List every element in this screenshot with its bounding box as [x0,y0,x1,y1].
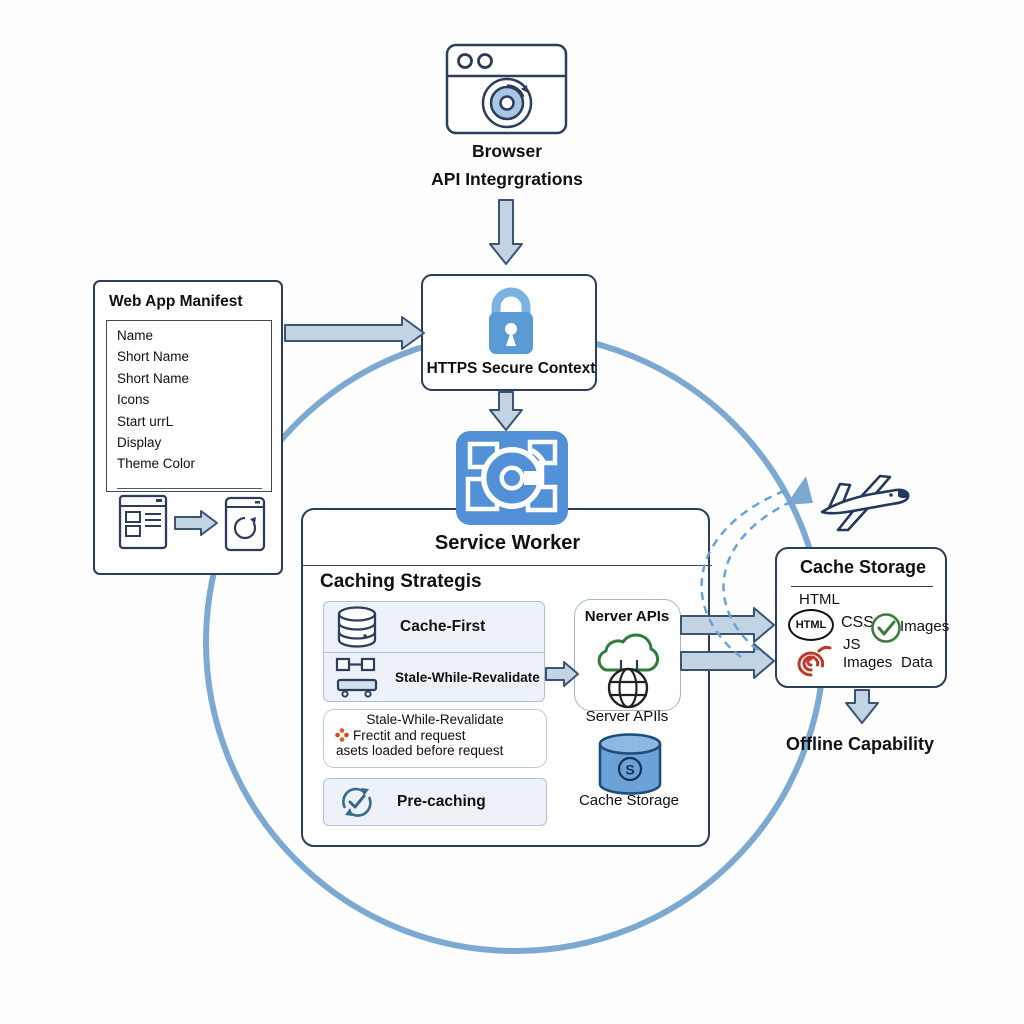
spiral-icon [797,645,832,677]
installed-app-icon [224,496,266,552]
service-worker-icon [456,431,568,525]
cache-item-images-bottom: Images [843,654,893,671]
circle-arrowhead-icon [786,476,813,505]
cache-item-html: HTML [799,591,840,608]
manifest-field: Short Name [117,349,190,365]
swr-note-line1: Stale-While-Revalidate [366,712,504,727]
browser-window-icon [445,43,568,135]
html-badge-label: HTML [795,619,827,631]
database-icon [337,606,377,648]
check-circle-icon [871,613,901,643]
manifest-field: Short Name [117,370,190,386]
web-app-manifest-box: Web App Manifest Name Short Name Short N… [93,280,283,575]
html-badge: HTML [788,609,834,641]
https-label: HTTPS Secure Context [426,360,596,377]
browser-label-line2: API Integrgrations [431,169,583,189]
browser-label-line1: Browser [471,141,543,161]
globe-icon [607,660,649,709]
cache-storage-underline [791,586,933,587]
manifest-field: Icons [117,392,150,408]
cache-item-js: JS [843,636,861,653]
swr-note-box: Stale-While-Revalidate Frectit and reque… [323,709,547,768]
precaching-label: Pre-caching [397,793,486,810]
manifest-field: Display [117,435,162,451]
cache-item-data: Data [901,654,933,671]
strategy-row-swr: Stale-While-Revalidate [324,653,544,702]
network-nodes-icon [335,657,378,698]
swr-note-line3: asets loaded before request [336,743,504,758]
caching-strategies-panel: Cache-First Stale-While-Revalidate [323,601,545,702]
swr-note-line2-row: Frectit and request [334,727,546,743]
manifest-field: Theme Color [117,456,196,472]
cache-db-caption: Cache Storage [578,792,680,809]
service-worker-title: Service Worker [434,532,581,554]
lock-icon [489,287,533,354]
server-apis-title: Nerver APIs [584,608,670,625]
precaching-panel: Pre-caching [323,778,547,826]
cache-item-css: CSS [841,614,874,631]
sparkle-icon [335,728,349,742]
strategy-cache-first-label: Cache-First [400,618,486,635]
strategy-swr-label: Stale-While-Revalidate [395,670,540,685]
cache-db-logo: S [625,762,634,778]
manifest-field-list: Name Short Name Short Name Icons Start u… [106,320,272,492]
caching-strategies-title: Caching Strategis [320,571,482,592]
swr-note-line2: Frectit and request [353,727,466,743]
strategy-row-cache-first: Cache-First [324,602,544,653]
manifest-title: Web App Manifest [109,293,243,310]
service-worker-divider [303,565,712,566]
server-apis-caption: Server APIls [585,708,669,725]
https-secure-context-box: HTTPS Secure Context [421,274,597,391]
manifest-field: Start urrL [117,413,174,429]
sync-check-icon [342,787,372,817]
offline-capability-label: Offline Capability [785,734,935,754]
cache-db-cylinder-icon: S [598,733,662,795]
cache-storage-title: Cache Storage [799,557,927,577]
wireframe-page-icon [118,494,168,550]
server-apis-box: Nerver APIs [574,599,681,711]
service-worker-box: Service Worker Caching Strategis Cache-F… [301,508,712,847]
manifest-transform-arrow-icon [174,510,218,536]
cloud-icon [597,633,660,672]
cache-storage-box: Cache Storage HTML HTML CSS Images JS Im… [775,547,950,688]
cache-item-images-top: Images [900,618,950,635]
manifest-field: Name [117,328,154,343]
manifest-divider [117,488,262,489]
